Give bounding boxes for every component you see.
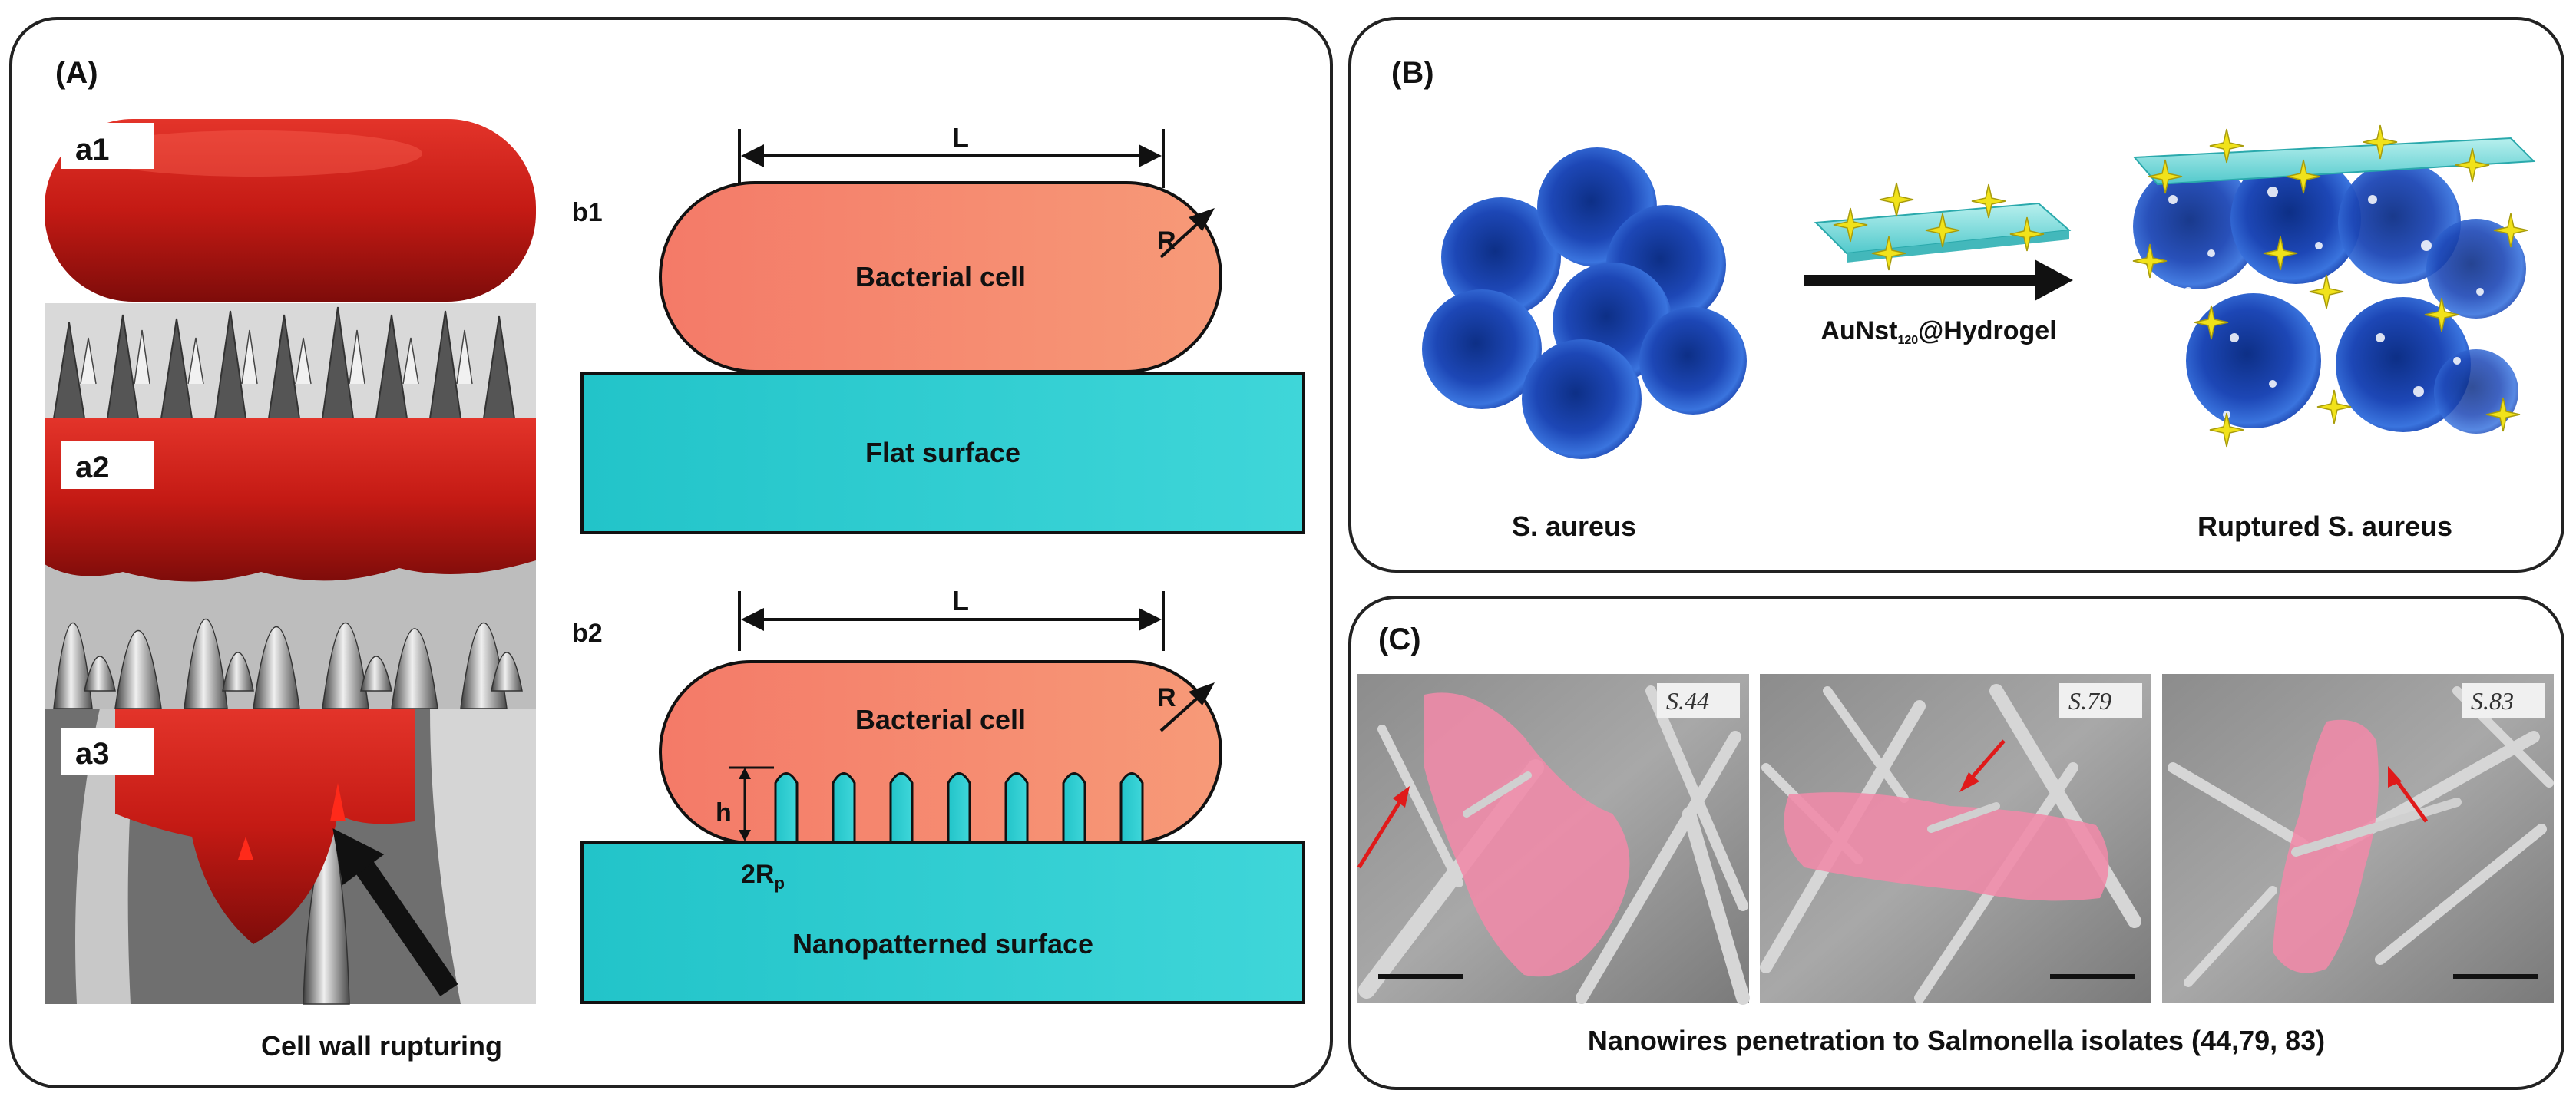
s-aureus-caption: S. aureus bbox=[1512, 510, 1636, 542]
length-indicator-b1 bbox=[738, 129, 1165, 188]
panel-c-caption: Nanowires penetration to Salmonella isol… bbox=[1588, 1025, 2325, 1056]
b1-label: b1 bbox=[572, 198, 603, 227]
length-label-b2: L bbox=[952, 585, 969, 616]
reaction-arrow bbox=[1804, 259, 2073, 301]
height-label: h bbox=[716, 798, 732, 827]
height-indicator bbox=[729, 766, 774, 841]
cell-label-b2: Bacterial cell bbox=[855, 704, 1026, 735]
image-a1: a1 bbox=[45, 119, 536, 302]
a3-tag-box bbox=[61, 728, 154, 775]
s83-tag: S.83 bbox=[2471, 687, 2514, 715]
panel-b-label: (B) bbox=[1391, 56, 1434, 90]
radius-label-b1: R bbox=[1157, 226, 1176, 256]
s79-tag: S.79 bbox=[2068, 687, 2111, 715]
nanospike-field-top bbox=[45, 303, 536, 419]
radius-arrow-b2 bbox=[1159, 682, 1215, 732]
sem-image-s79: S.79 bbox=[1760, 674, 2151, 1003]
a3-label: a3 bbox=[75, 737, 110, 771]
ruptured-s-aureus-cluster bbox=[2132, 124, 2536, 448]
a2-label: a2 bbox=[75, 451, 110, 484]
a2-tag-box bbox=[61, 441, 154, 489]
sem-image-s83: S.83 bbox=[2162, 674, 2554, 1003]
hydrogel-sheet bbox=[1814, 182, 2072, 271]
flat-surface-label: Flat surface bbox=[865, 437, 1020, 468]
pillar-radius-label: 2Rp bbox=[741, 860, 785, 893]
flat-surface bbox=[580, 372, 1305, 534]
image-a2: a2 bbox=[45, 418, 536, 709]
radius-label-b2: R bbox=[1157, 683, 1176, 712]
nanopillars bbox=[774, 772, 1144, 844]
rupture-caption: Cell wall rupturing bbox=[261, 1030, 502, 1062]
length-indicator-b2 bbox=[738, 591, 1165, 651]
radius-arrow-b1 bbox=[1159, 208, 1215, 259]
rupture-arrow bbox=[332, 828, 458, 996]
nano-surface-label: Nanopatterned surface bbox=[792, 928, 1093, 960]
a1-label: a1 bbox=[75, 133, 110, 167]
s44-tag: S.44 bbox=[1666, 687, 1709, 715]
image-a3: a3 bbox=[45, 709, 536, 1005]
b2-label: b2 bbox=[572, 619, 603, 648]
panel-a-label: (A) bbox=[55, 56, 98, 90]
length-label-b1: L bbox=[952, 122, 969, 154]
nanopatterned-surface bbox=[580, 841, 1305, 1004]
s-aureus-cluster bbox=[1422, 147, 1747, 459]
cell-label-b1: Bacterial cell bbox=[855, 261, 1026, 292]
panel-c-label: (C) bbox=[1378, 623, 1421, 656]
sem-image-s44: S.44 bbox=[1357, 674, 1750, 1005]
reagent-label: AuNst120@Hydrogel bbox=[1820, 316, 2056, 347]
ruptured-caption: Ruptured S. aureus bbox=[2197, 510, 2452, 542]
a1-tag-box bbox=[61, 123, 154, 169]
